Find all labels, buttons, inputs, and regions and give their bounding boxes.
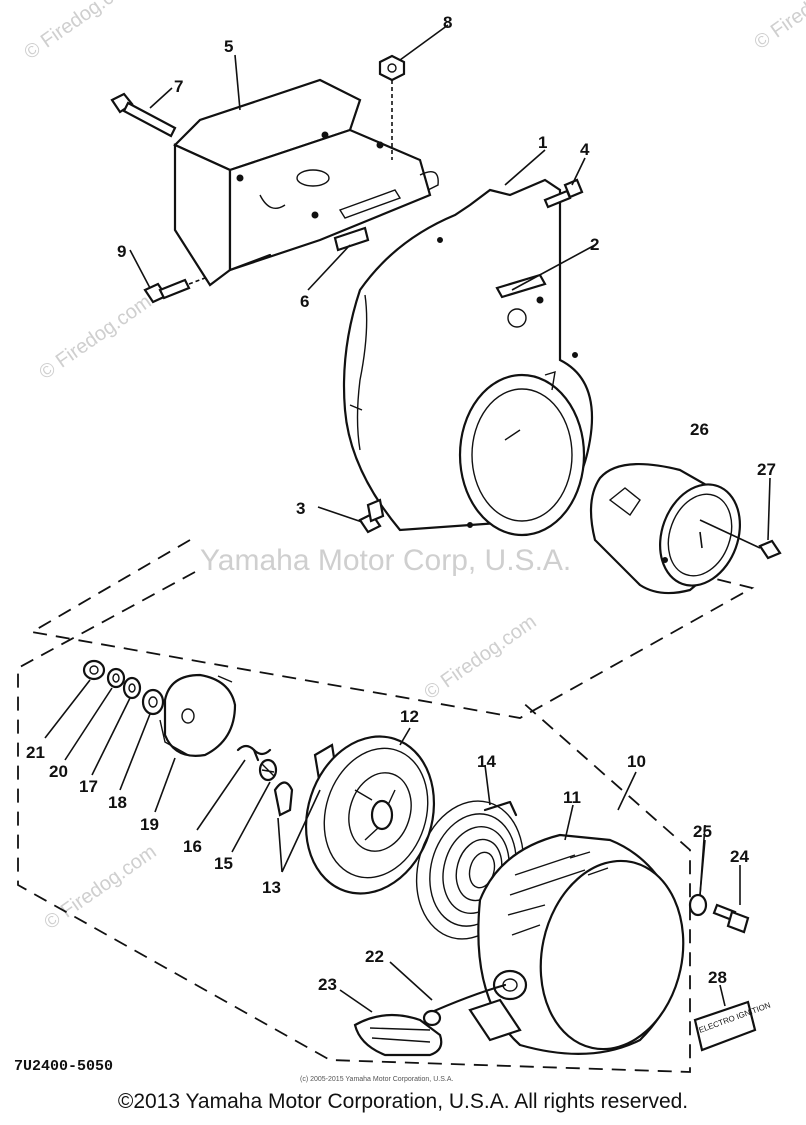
callout-23: 23 bbox=[318, 975, 337, 994]
callout-25: 25 bbox=[693, 822, 712, 841]
part-20-washer bbox=[106, 667, 126, 689]
callout-numbers: 1 2 3 4 5 6 7 8 9 10 11 12 13 14 15 16 1… bbox=[26, 13, 776, 994]
part-1-fan-shroud bbox=[342, 178, 594, 537]
callout-9: 9 bbox=[117, 242, 126, 261]
part-8-nut bbox=[378, 54, 406, 160]
callout-3: 3 bbox=[296, 499, 305, 518]
callout-4: 4 bbox=[580, 140, 590, 159]
part-28-decal: ELECTRO IGNITION bbox=[693, 1001, 772, 1052]
callout-27: 27 bbox=[757, 460, 776, 479]
callout-24: 24 bbox=[730, 847, 749, 866]
callout-16: 16 bbox=[183, 837, 202, 856]
diagram-code: 7U2400-5050 bbox=[14, 1058, 114, 1075]
copyright-footer: ©2013 Yamaha Motor Corporation, U.S.A. A… bbox=[117, 1090, 689, 1113]
callout-26: 26 bbox=[690, 420, 709, 439]
callout-13: 13 bbox=[262, 878, 281, 897]
part-11-starter-housing bbox=[468, 833, 685, 1055]
callout-17: 17 bbox=[79, 777, 98, 796]
part-18-washer bbox=[141, 688, 165, 716]
callout-19: 19 bbox=[140, 815, 159, 834]
assembly-dashed-outline-inner bbox=[17, 571, 691, 1073]
callout-10: 10 bbox=[627, 752, 646, 771]
part-6-pin bbox=[333, 226, 370, 252]
callout-12: 12 bbox=[400, 707, 419, 726]
watermark-firedog-4: © Firedog.com bbox=[35, 291, 155, 384]
leader-lines bbox=[44, 24, 771, 1013]
watermark-yamaha: Yamaha Motor Corp, U.S.A. bbox=[200, 544, 571, 577]
part-19-friction-plate bbox=[159, 673, 237, 757]
part-26-starter-cup bbox=[589, 462, 741, 595]
part-12-reel bbox=[304, 735, 436, 895]
callout-28: 28 bbox=[708, 968, 727, 987]
callout-21: 21 bbox=[26, 743, 45, 762]
part-24-bolt bbox=[712, 903, 750, 934]
part-25-washer bbox=[688, 893, 708, 917]
part-23-starter-handle bbox=[353, 1009, 443, 1057]
callout-18: 18 bbox=[108, 793, 127, 812]
part-17-washer bbox=[122, 676, 142, 700]
part-21-nut bbox=[82, 659, 106, 681]
watermark-firedog-5: © Firedog.com bbox=[20, 0, 140, 64]
callout-5: 5 bbox=[224, 37, 233, 56]
part-5-bracket bbox=[173, 78, 439, 287]
part-16-spring bbox=[236, 744, 272, 762]
site-copyright-note: (c) 2005-2015 Yamaha Motor Corporation, … bbox=[300, 1076, 454, 1083]
callout-22: 22 bbox=[365, 947, 384, 966]
callout-20: 20 bbox=[49, 762, 68, 781]
part-27-bolt bbox=[699, 519, 782, 560]
watermark-firedog-3: © Firedog.com bbox=[420, 611, 540, 704]
part-7-bolt bbox=[110, 92, 177, 138]
callout-11: 11 bbox=[563, 788, 581, 807]
callout-8: 8 bbox=[443, 13, 452, 32]
watermark-firedog-6: © Firedog.com bbox=[750, 0, 806, 54]
callout-2: 2 bbox=[590, 235, 599, 254]
part-15-coil bbox=[258, 758, 278, 782]
callout-6: 6 bbox=[300, 292, 309, 311]
callout-14: 14 bbox=[477, 752, 496, 771]
part-3-bolt bbox=[358, 498, 385, 534]
part-9-bolt bbox=[143, 277, 206, 304]
watermark-firedog-2: © Firedog.com bbox=[40, 841, 160, 934]
callout-1: 1 bbox=[538, 133, 547, 152]
callout-15: 15 bbox=[214, 854, 233, 873]
callout-7: 7 bbox=[174, 77, 183, 96]
